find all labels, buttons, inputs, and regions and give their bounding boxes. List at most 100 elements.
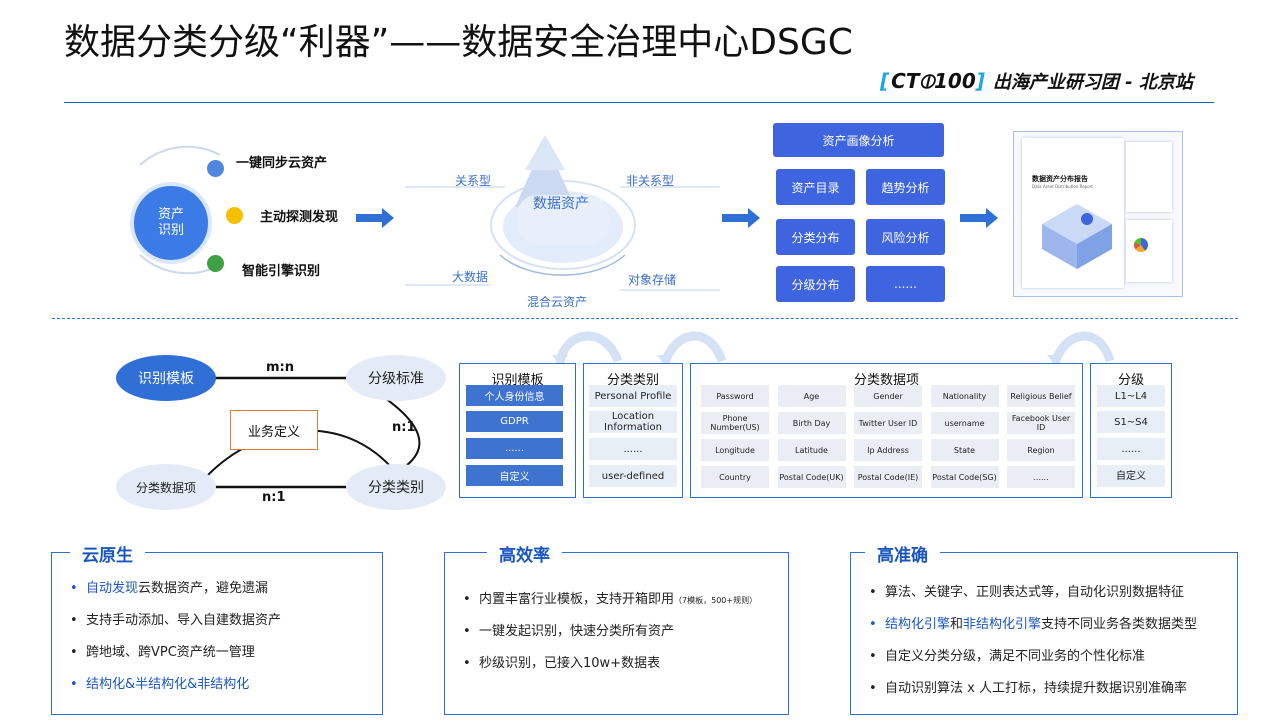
data-item-cell[interactable]: Phone Number(US) [701, 412, 769, 434]
feature-bullet: •结构化引擎和非结构化引擎支持不同业务各类数据类型 [869, 617, 1198, 632]
brand-slogan: 出海产业研习团 - 北京站 [992, 72, 1193, 93]
feature-bullet: •结构化&半结构化&非结构化 [70, 677, 250, 692]
feature-bullet: •自定义分类分级，满足不同业务的个性化标准 [869, 649, 1146, 664]
arrow-right-icon [722, 208, 760, 228]
feature-title: 高准确 [865, 541, 940, 566]
template-item[interactable]: ...... [466, 438, 563, 459]
pool-label-relational: 关系型 [455, 174, 492, 188]
pool-label-nonrelational: 非关系型 [626, 174, 675, 188]
pool-label-bigdata: 大数据 [452, 270, 489, 284]
method-dot-3 [207, 255, 224, 272]
data-items-grid: Password Age Gender Nationality Religious Be… [701, 385, 1075, 489]
data-item-cell[interactable]: Nationality [930, 385, 999, 407]
level-item[interactable]: ...... [1097, 438, 1165, 460]
report-pie-icon [1134, 238, 1148, 252]
data-item-cell[interactable]: Postal Code(IE) [854, 466, 922, 488]
data-item-cell[interactable]: State [930, 439, 999, 461]
template-item[interactable]: 自定义 [466, 465, 563, 486]
report-title: 数据资产分布报告 [1032, 175, 1088, 183]
section-divider [52, 318, 1238, 319]
report-thumbnail[interactable]: 数据资产分布报告 Data Asset Distribution Report [1013, 131, 1183, 297]
method-2: 主动探测发现 [260, 210, 339, 225]
data-item-cell[interactable]: Religious Belief [1007, 385, 1075, 407]
arrow-right-icon [960, 208, 998, 228]
level-item[interactable]: S1~S4 [1097, 411, 1165, 433]
asset-identify-label: 资产识别 [157, 207, 184, 238]
analysis-trend[interactable]: 趋势分析 [866, 169, 945, 205]
feature-box-efficiency: 高效率 •内置丰富行业模板，支持开箱即用（7模板，500+规则） •一键发起识别… [444, 541, 789, 715]
data-item-cell[interactable]: ...... [1007, 466, 1075, 488]
data-item-cell[interactable]: Facebook User ID [1007, 412, 1075, 434]
data-item-cell[interactable]: Password [701, 385, 769, 407]
category-panel-title: 分类类别 [606, 373, 659, 388]
arrow-right-icon [356, 208, 394, 228]
level-item[interactable]: 自定义 [1097, 465, 1165, 487]
data-item-cell[interactable]: Age [777, 385, 846, 407]
brand-bracket-open: [ [880, 69, 890, 93]
method-1: 一键同步云资产 [236, 156, 328, 171]
title-underline [64, 102, 1214, 103]
data-item-cell[interactable]: Latitude [777, 439, 846, 461]
feature-bullet: •秒级识别，已接入10w+数据表 [463, 656, 661, 671]
category-item[interactable]: ...... [589, 438, 677, 460]
feature-bullet: •自动识别算法 x 人工打标，持续提升数据识别准确率 [869, 681, 1187, 696]
feature-box-cloud-native: 云原生 •自动发现云数据资产，避免遗漏 •支持手动添加、导入自建数据资产 •跨地… [51, 541, 383, 715]
data-item-cell[interactable]: Twitter User ID [854, 412, 922, 434]
analysis-risk[interactable]: 风险分析 [866, 219, 945, 255]
analysis-more[interactable]: ...... [866, 266, 945, 302]
category-item[interactable]: Location Information [589, 411, 677, 433]
node-template[interactable]: 识别模板 [116, 355, 216, 401]
edge-label-n1-bottom: n:1 [262, 490, 286, 505]
data-item-cell[interactable]: Gender [854, 385, 922, 407]
analysis-level-distribution[interactable]: 分级分布 [776, 266, 855, 302]
category-item[interactable]: user-defined [589, 465, 677, 487]
brand-bracket-close: ] [975, 69, 985, 93]
method-dot-2 [226, 207, 243, 224]
node-business-definition[interactable]: 业务定义 [230, 410, 318, 450]
analysis-category-distribution[interactable]: 分类分布 [776, 219, 855, 255]
curved-arrows [552, 331, 1115, 365]
category-panel: 分类类别 Personal Profile Location Informati… [583, 363, 683, 498]
template-item[interactable]: 个人身份信息 [466, 385, 563, 406]
category-item[interactable]: Personal Profile [589, 385, 677, 407]
edge-label-n1-right: n:1 [392, 420, 416, 435]
method-dot-1 [207, 160, 224, 177]
templates-panel-title: 识别模板 [491, 373, 544, 388]
level-panel-title: 分级 [1117, 373, 1144, 388]
feature-bullet: •支持手动添加、导入自建数据资产 [70, 613, 282, 628]
node-data-item[interactable]: 分类数据项 [116, 464, 216, 510]
feature-bullet: •自动发现云数据资产，避免遗漏 [70, 581, 269, 596]
feature-box-accuracy: 高准确 •算法、关键字、正则表达式等，自动化识别数据特征 •结构化引擎和非结构化… [850, 541, 1238, 715]
data-item-cell[interactable]: Longitude [701, 439, 769, 461]
asset-pool-graphic [405, 135, 720, 291]
feature-bullet: •算法、关键字、正则表达式等，自动化识别数据特征 [869, 585, 1185, 600]
data-item-cell[interactable]: Birth Day [777, 412, 846, 434]
report-cube-illustration [1042, 204, 1112, 269]
analysis-header: 资产画像分析 [773, 123, 944, 157]
feature-bullet: •跨地域、跨VPC资产统一管理 [70, 645, 255, 660]
data-item-cell[interactable]: Postal Code(SG) [930, 466, 999, 488]
data-item-cell[interactable]: username [930, 412, 999, 434]
pool-label-hybrid-cloud: 混合云资产 [527, 295, 588, 309]
template-item[interactable]: GDPR [466, 411, 563, 432]
brand-logo: [CT⦶100] 出海产业研习团 - 北京站 [880, 68, 1193, 94]
asset-identify-circle: 资产识别 [130, 182, 212, 264]
level-panel: 分级 L1~L4 S1~S4 ...... 自定义 [1090, 363, 1172, 498]
page-title: 数据分类分级“利器”——数据安全治理中心DSGC [64, 22, 853, 63]
method-3: 智能引擎识别 [242, 264, 321, 279]
data-item-cell[interactable]: Region [1007, 439, 1075, 461]
analysis-asset-catalog[interactable]: 资产目录 [776, 169, 855, 205]
edge-label-mn: m:n [266, 360, 294, 375]
data-item-cell[interactable]: Postal Code(UK) [777, 466, 846, 488]
feature-title: 高效率 [487, 541, 562, 566]
feature-title: 云原生 [70, 541, 145, 566]
level-item[interactable]: L1~L4 [1097, 385, 1165, 407]
pool-label-object-storage: 对象存储 [628, 273, 677, 287]
node-category[interactable]: 分类类别 [346, 464, 446, 510]
asset-pool-center: 数据资产 [533, 196, 589, 212]
brand-name: CT⦶100 [891, 69, 976, 93]
data-item-cell[interactable]: Ip Address [854, 439, 922, 461]
data-item-cell[interactable]: Country [701, 466, 769, 488]
node-level-standard[interactable]: 分级标准 [346, 355, 446, 401]
